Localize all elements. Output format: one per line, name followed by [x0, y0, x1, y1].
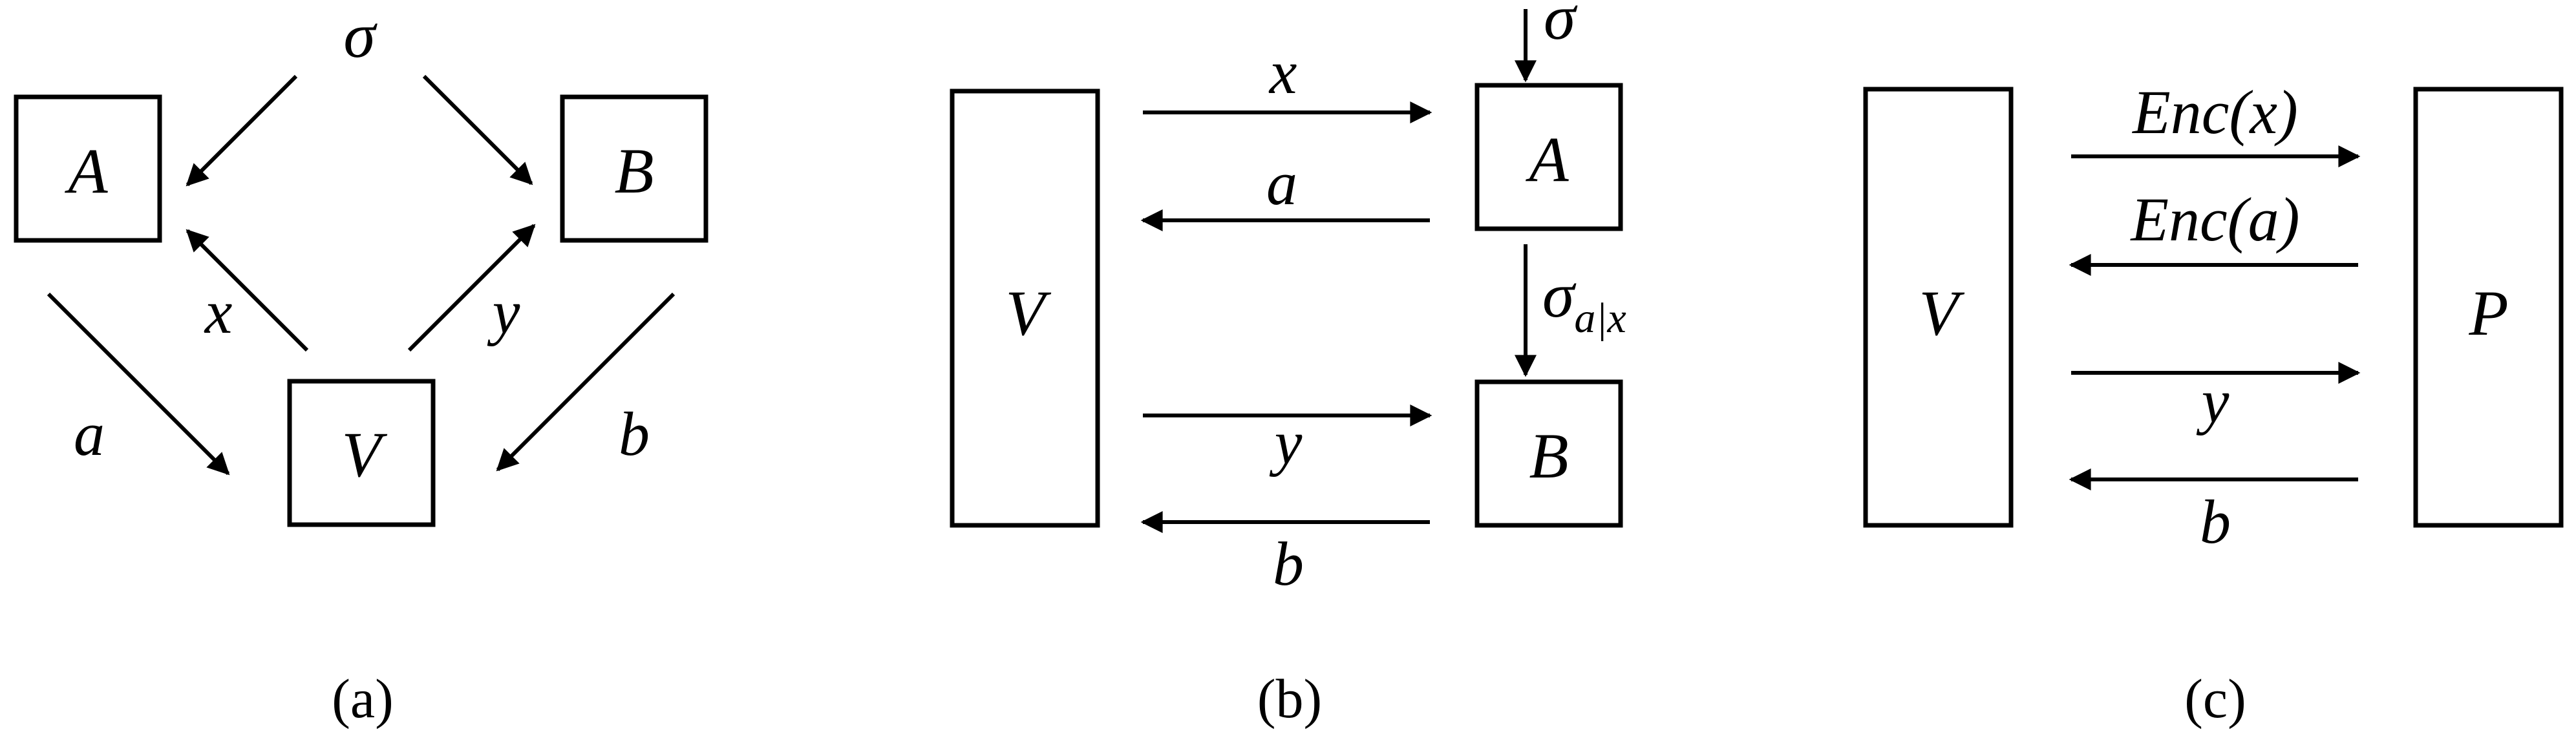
panel-c-label-b: b — [2200, 487, 2231, 556]
panel-b-box-v-label: V — [1005, 277, 1051, 349]
panel-c-caption: (c) — [2184, 667, 2246, 729]
panel-b: V A B σ σa|x x a y b (b) — [950, 0, 1626, 729]
panel-a-arrow-v-to-a — [186, 229, 309, 352]
panel-a-caption: (a) — [332, 667, 393, 729]
panel-b-box-b — [1474, 379, 1623, 528]
panel-c-box-v — [1863, 87, 2014, 528]
panel-a-label-y: y — [487, 277, 520, 346]
panel-b-sigma-cond-sub: a|x — [1574, 295, 1626, 342]
panel-b-label-x: x — [1268, 37, 1297, 107]
panel-b-box-a — [1474, 83, 1623, 231]
panel-a-label-a: a — [74, 399, 105, 468]
panel-b-label-b: b — [1273, 529, 1304, 598]
panel-a-arrow-v-to-b — [407, 224, 536, 352]
panel-a-box-v — [287, 379, 436, 527]
panel-c-box-v-label: V — [1919, 277, 1964, 349]
panel-b-label-y: y — [1269, 408, 1303, 477]
panel-a-sigma: σ — [343, 0, 378, 71]
panel-a-box-a — [14, 94, 162, 243]
panel-a-label-x: x — [204, 277, 233, 346]
panel-a-box-b-label: B — [614, 135, 654, 207]
panel-b-sigma: σ — [1544, 0, 1578, 53]
panel-b-box-b-label: B — [1529, 420, 1568, 492]
panel-c-label-y: y — [2196, 366, 2230, 435]
panel-a-label-b: b — [619, 399, 650, 468]
panel-b-box-a-label: A — [1525, 123, 1569, 195]
panel-b-label-a: a — [1266, 149, 1297, 218]
panel-a-box-v-label: V — [341, 419, 387, 490]
panel-a-arrow-sigma-to-b — [422, 74, 533, 185]
panel-b-sigma-cond-main: σ — [1542, 259, 1577, 331]
panel-a-arrow-a-to-v — [47, 292, 230, 476]
panel-c-label-enc-a: Enc(a) — [2129, 185, 2299, 254]
panel-a-arrow-b-to-v — [496, 292, 676, 472]
panel-c: V P Enc(x) Enc(a) y b (c) — [1863, 78, 2564, 729]
panel-a: σ A B V x y a b (a) — [14, 0, 708, 729]
panel-a-arrow-sigma-to-a — [186, 74, 298, 187]
panel-c-box-p — [2413, 87, 2564, 528]
panel-b-sigma-cond: σa|x — [1542, 259, 1626, 342]
panel-a-box-a-label: A — [64, 135, 108, 207]
panel-c-box-p-label: P — [2468, 277, 2508, 349]
panel-a-box-b — [560, 94, 708, 243]
panel-c-label-enc-x: Enc(x) — [2131, 78, 2298, 147]
panel-b-box-v — [950, 89, 1100, 528]
panel-b-caption: (b) — [1257, 667, 1322, 729]
